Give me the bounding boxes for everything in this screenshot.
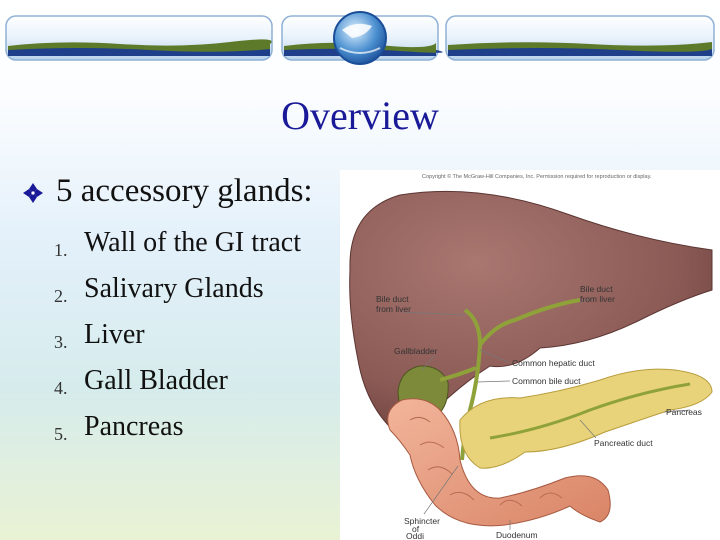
- list-text: Gall Bladder: [84, 365, 228, 396]
- label-pancreas: Pancreas: [666, 407, 702, 417]
- list-number: 1.: [54, 240, 68, 260]
- label-gallbladder: Gallbladder: [394, 346, 438, 356]
- list-number: 4.: [54, 378, 68, 398]
- label-sphincter-3: Oddi: [406, 531, 424, 540]
- list-item: 3. Liver: [36, 318, 346, 352]
- list-item: 2. Salivary Glands: [36, 272, 346, 306]
- list-text: Pancreas: [84, 411, 184, 442]
- slide-title: Overview: [281, 93, 439, 138]
- copyright-text: Copyright © The McGraw-Hill Companies, I…: [422, 173, 652, 180]
- bullet-text: 5 accessory glands:: [56, 173, 313, 209]
- label-bile-duct-right-2: from liver: [580, 294, 615, 304]
- label-duodenum: Duodenum: [496, 530, 538, 540]
- list-number: 5.: [54, 424, 68, 444]
- diamond-bullet-icon: [23, 183, 43, 203]
- label-bile-duct-left-1: Bile duct: [376, 294, 409, 304]
- label-common-hepatic-duct: Common hepatic duct: [512, 358, 595, 368]
- pancreas-shape: [459, 368, 713, 469]
- label-sphincter-2: of: [412, 524, 420, 534]
- list-item: 1. Wall of the GI tract: [36, 226, 346, 260]
- list-text: Salivary Glands: [84, 273, 264, 304]
- label-pancreatic-duct: Pancreatic duct: [594, 438, 653, 448]
- list-text: Liver: [84, 319, 145, 350]
- list-number: 2.: [54, 286, 68, 306]
- liver-shape: [349, 190, 713, 432]
- list-number: 3.: [54, 332, 68, 352]
- gland-list: 1. Wall of the GI tract 2. Salivary Glan…: [36, 226, 346, 456]
- list-item: 5. Pancreas: [36, 410, 346, 444]
- list-text: Wall of the GI tract: [84, 227, 301, 258]
- label-common-bile-duct: Common bile duct: [512, 376, 581, 386]
- label-bile-duct-left-2: from liver: [376, 304, 411, 314]
- liver-pancreas-illustration: Copyright © The McGraw-Hill Companies, I…: [340, 170, 720, 540]
- duodenum-folds: [409, 416, 563, 507]
- list-item: 4. Gall Bladder: [36, 364, 346, 398]
- label-sphincter-1: Sphincter: [404, 516, 440, 526]
- label-bile-duct-right-1: Bile duct: [580, 284, 613, 294]
- decorative-banner: [5, 11, 715, 65]
- pancreatic-duct-line: [489, 382, 691, 440]
- label-pointers: [401, 297, 691, 530]
